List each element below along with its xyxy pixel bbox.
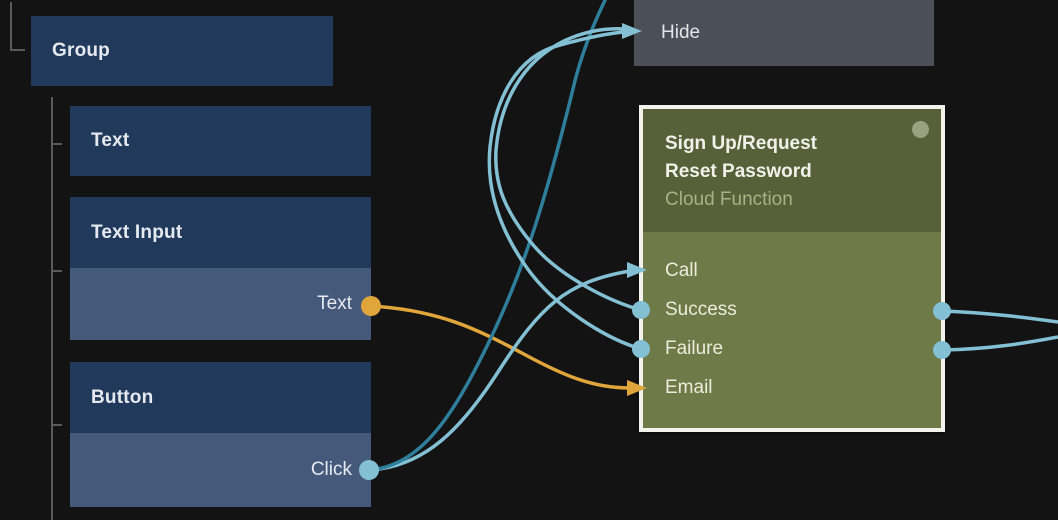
node-group-label: Group: [52, 40, 110, 61]
port-hide-label: Hide: [661, 22, 701, 43]
wire-failure-to-hide[interactable]: [487, 30, 642, 351]
port-row-click[interactable]: Click: [70, 433, 371, 507]
port-row-text[interactable]: Text: [70, 268, 371, 340]
port-row-failure[interactable]: Failure: [643, 329, 941, 368]
node-group[interactable]: Group: [31, 16, 333, 86]
node-cloud-function[interactable]: Sign Up/Request Reset Password Cloud Fun…: [639, 105, 945, 432]
cloud-function-title-line1: Sign Up/Request: [665, 133, 818, 154]
cloud-function-title-line2: Reset Password: [665, 161, 812, 182]
wire-click-to-offscreen-top[interactable]: [368, 0, 610, 472]
wire-click-to-call[interactable]: [368, 269, 631, 472]
node-hide[interactable]: Hide: [634, 0, 934, 66]
port-row-success[interactable]: Success: [643, 290, 941, 329]
port-click-label: Click: [310, 459, 352, 480]
node-button-label: Button: [91, 386, 154, 408]
cloud-function-ports: Call Success Failure Email: [643, 232, 941, 407]
port-email-label: Email: [665, 376, 713, 398]
port-success-label: Success: [665, 298, 737, 320]
port-row-email[interactable]: Email: [643, 368, 941, 407]
port-call-label: Call: [665, 259, 698, 281]
node-text-input[interactable]: Text Input Text: [70, 197, 371, 340]
tree-line-group: [10, 2, 25, 51]
wire-success-to-offscreen-right[interactable]: [941, 309, 1058, 324]
node-text-input-label: Text Input: [91, 221, 183, 243]
node-text-input-header[interactable]: Text Input: [70, 197, 371, 268]
node-text-label: Text: [91, 130, 130, 151]
wire-text-to-email[interactable]: [370, 304, 631, 390]
cloud-function-subtitle: Cloud Function: [665, 189, 793, 210]
status-dot-icon: [912, 121, 929, 138]
node-button-header[interactable]: Button: [70, 362, 371, 433]
cloud-function-header[interactable]: Sign Up/Request Reset Password Cloud Fun…: [643, 109, 941, 232]
port-failure-label: Failure: [665, 337, 724, 359]
wire-success-to-hide[interactable]: [494, 26, 642, 312]
wire-failure-to-offscreen-right[interactable]: [941, 335, 1058, 352]
node-text[interactable]: Text: [70, 106, 371, 176]
port-row-call[interactable]: Call: [643, 251, 941, 290]
node-button[interactable]: Button Click: [70, 362, 371, 507]
port-text-label: Text: [317, 293, 352, 314]
